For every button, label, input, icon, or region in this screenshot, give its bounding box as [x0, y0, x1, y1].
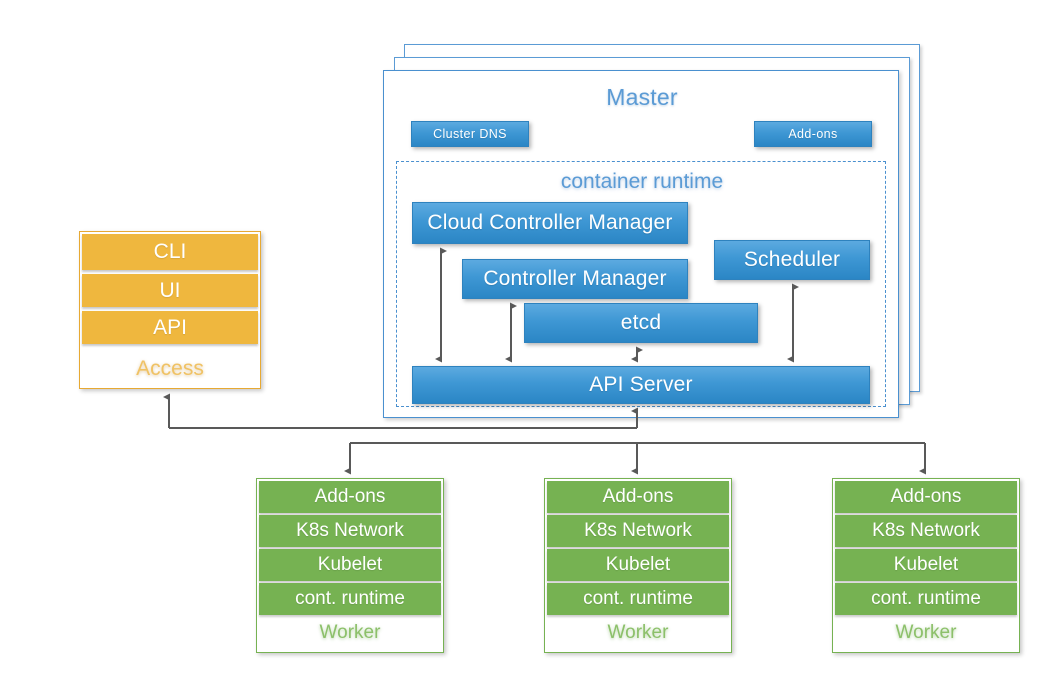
worker-node-1-k8s-network[interactable]: K8s Network	[259, 515, 441, 547]
access-layer-ui[interactable]: UI	[82, 274, 258, 307]
worker-node-1-label: Worker	[319, 622, 381, 643]
worker-node-3-k8s-network[interactable]: K8s Network	[835, 515, 1017, 547]
worker-node-2-add-ons[interactable]: Add-ons	[547, 481, 729, 513]
worker-node-1-cont-runtime[interactable]: cont. runtime	[259, 583, 441, 615]
container-runtime-title: container runtime	[560, 170, 724, 193]
access-layer-cli[interactable]: CLI	[82, 234, 258, 270]
worker-node-2-cont-runtime[interactable]: cont. runtime	[547, 583, 729, 615]
worker-node-1-add-ons[interactable]: Add-ons	[259, 481, 441, 513]
etcd-box[interactable]: etcd	[524, 303, 758, 343]
container-runtime-box: container runtime	[396, 161, 886, 407]
access-layer-api[interactable]: API	[82, 311, 258, 344]
worker-node-1-kubelet[interactable]: Kubelet	[259, 549, 441, 581]
master-title: Master	[606, 84, 678, 110]
controller-manager-box[interactable]: Controller Manager	[462, 259, 688, 299]
worker-node-2-kubelet[interactable]: Kubelet	[547, 549, 729, 581]
scheduler-box[interactable]: Scheduler	[714, 240, 870, 280]
worker-node-3-cont-runtime[interactable]: cont. runtime	[835, 583, 1017, 615]
cloud-controller-manager-box[interactable]: Cloud Controller Manager	[412, 202, 688, 244]
worker-node-3-label: Worker	[895, 622, 957, 643]
access-label: Access	[136, 357, 204, 380]
worker-node-3-add-ons[interactable]: Add-ons	[835, 481, 1017, 513]
worker-node-3-kubelet[interactable]: Kubelet	[835, 549, 1017, 581]
worker-node-2-label: Worker	[607, 622, 669, 643]
api-server-box[interactable]: API Server	[412, 366, 870, 404]
worker-node-2-k8s-network[interactable]: K8s Network	[547, 515, 729, 547]
master-add-ons-box[interactable]: Add-ons	[754, 121, 872, 147]
cluster-dns-box[interactable]: Cluster DNS	[411, 121, 529, 147]
